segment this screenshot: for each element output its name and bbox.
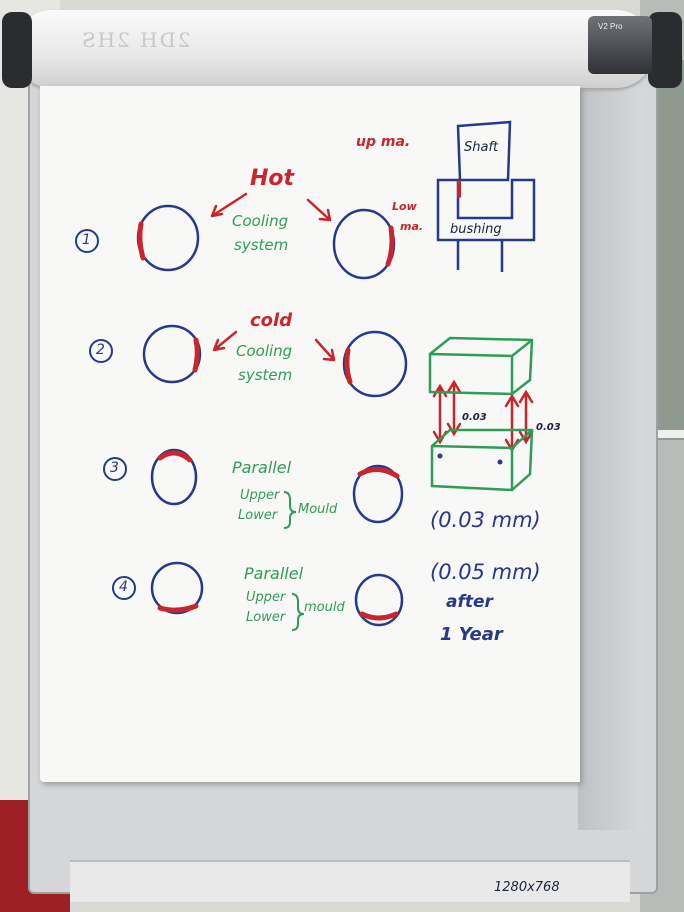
bushing-legs xyxy=(456,240,504,272)
label-mould-4: mould xyxy=(304,600,345,615)
label-low-1: Low xyxy=(392,200,417,213)
label-tolerance-later: (0.05 mm) xyxy=(430,560,541,584)
brace-3 xyxy=(283,491,297,529)
label-parallel-4: Parallel xyxy=(244,564,304,583)
block-dot-left xyxy=(437,453,443,459)
step-number-1: 1 xyxy=(82,232,91,248)
wear-3-left xyxy=(157,450,193,463)
wear-3-right xyxy=(357,467,400,479)
wear-1-right xyxy=(385,225,395,267)
step-circle-3 xyxy=(103,457,127,481)
label-mould-3: Mould xyxy=(298,502,338,517)
label-cooling-2: Cooling xyxy=(236,342,293,360)
wear-2-left xyxy=(192,337,200,373)
label-lower-3: Lower xyxy=(238,508,278,523)
shaft-shape xyxy=(456,120,512,182)
circle-1-left xyxy=(136,204,200,272)
step-circle-4 xyxy=(112,576,136,600)
roll-cap-right xyxy=(648,12,682,88)
circle-1-right xyxy=(332,208,396,280)
step-number-4: 4 xyxy=(119,579,128,595)
arrow-hot-right xyxy=(306,198,332,222)
step-circle-2 xyxy=(89,339,113,363)
label-hot: Hot xyxy=(250,166,295,191)
wear-2-right xyxy=(344,347,353,385)
wear-4-right xyxy=(359,611,399,621)
arrow-cold-right xyxy=(314,338,336,362)
label-tolerance-now: (0.03 mm) xyxy=(430,508,541,532)
step-number-3: 3 xyxy=(110,460,119,476)
label-up: up ma. xyxy=(356,134,411,150)
circle-4-left xyxy=(150,561,204,615)
wear-1-left xyxy=(137,221,146,261)
circle-3-left xyxy=(150,448,198,506)
label-shaft: Shaft xyxy=(464,140,499,155)
mould-block-lower xyxy=(430,428,534,492)
wear-4-left xyxy=(157,603,199,613)
brand-logo: V2 Pro xyxy=(598,22,623,31)
label-after: after xyxy=(446,592,493,612)
brace-4 xyxy=(291,593,305,631)
window-sill xyxy=(640,430,684,438)
arrow-gap-right-a xyxy=(504,393,520,453)
arrow-gap-right-b xyxy=(518,389,534,445)
label-upper-4: Upper xyxy=(246,590,286,605)
arrow-hot-left xyxy=(210,192,248,218)
roll-cap-left xyxy=(2,12,32,88)
circle-4-right xyxy=(354,573,404,627)
label-system-2: system xyxy=(238,366,293,384)
paper-clamp xyxy=(588,16,652,74)
label-cold: cold xyxy=(250,310,293,331)
bottom-note: 1280x768 xyxy=(494,880,560,895)
label-cooling-1: Cooling xyxy=(232,212,289,230)
circle-2-left xyxy=(142,324,202,384)
label-lower-4: Lower xyxy=(246,610,286,625)
label-parallel-3: Parallel xyxy=(232,458,292,477)
label-upper-3: Upper xyxy=(240,488,280,503)
paper-roll xyxy=(14,10,654,88)
arrow-gap-left-b xyxy=(446,379,462,437)
circle-2-right xyxy=(342,330,408,398)
label-bushing: bushing xyxy=(450,222,502,237)
label-gap-right: 0.03 xyxy=(536,422,561,433)
circle-3-right xyxy=(352,464,404,524)
label-system-1: system xyxy=(234,236,289,254)
step-number-2: 2 xyxy=(96,342,105,358)
mould-block-upper xyxy=(428,336,534,396)
board-bottom-panel xyxy=(70,860,630,902)
block-dot-right xyxy=(497,459,503,465)
label-low-2: ma. xyxy=(400,220,424,233)
label-year: 1 Year xyxy=(440,624,503,645)
step-circle-1 xyxy=(75,229,99,253)
arrow-cold-left xyxy=(212,330,238,352)
label-gap-left: 0.03 xyxy=(462,412,487,423)
paper-shadow xyxy=(578,90,642,830)
